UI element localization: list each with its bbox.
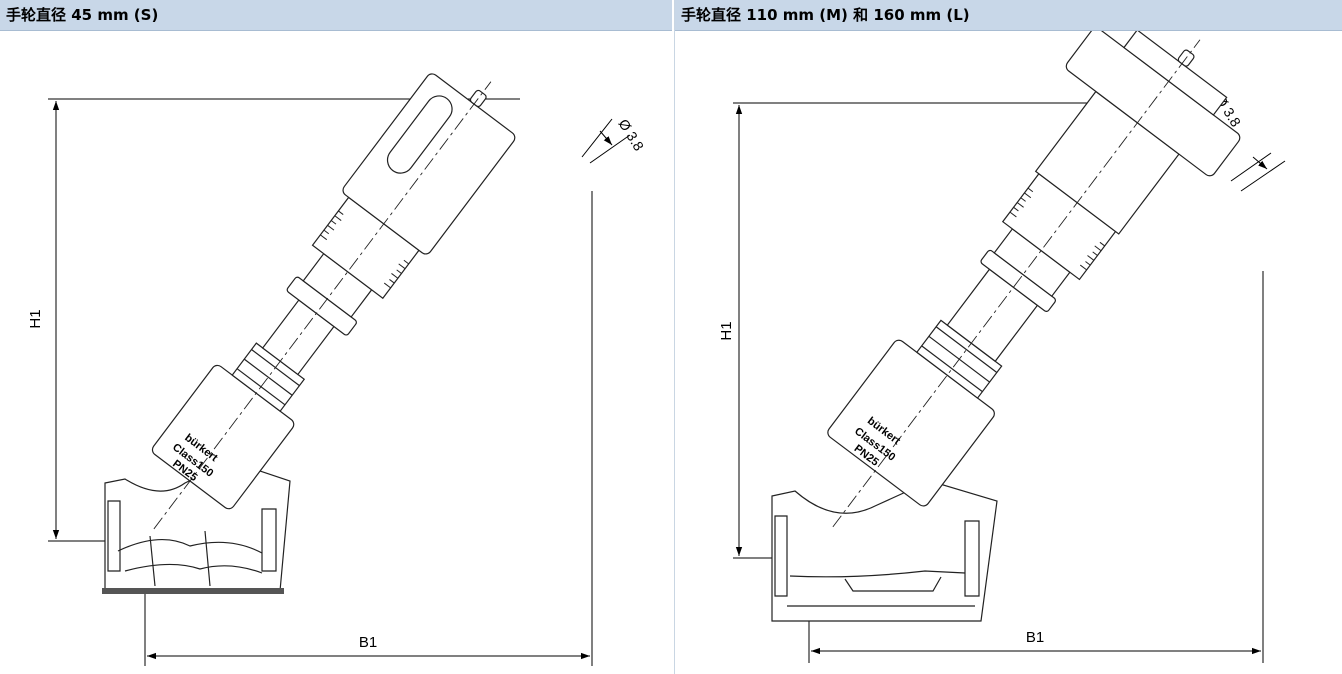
panel-small-handwheel: 手轮直径 45 mm (S) H1 B1 Ø 3.8 (0, 0, 672, 666)
dimension-h1-label: H1 (27, 309, 44, 328)
dimension-b1-label: B1 (1026, 629, 1044, 646)
diameter-callout (1230, 152, 1286, 192)
actuator-assembly: bürkert Class150 PN25 (151, 73, 516, 530)
panel-title: 手轮直径 110 mm (M) 和 160 mm (L) (675, 0, 1342, 31)
diameter-callout (581, 118, 631, 164)
dimension-h1-label: H1 (718, 321, 735, 340)
diameter-label: Ø 3.8 (615, 116, 647, 154)
valve-drawing-small: H1 B1 Ø 3.8 (27, 73, 647, 666)
actuator-assembly: bürkert Class150 PN25 (827, 31, 1241, 528)
valve-drawing-medium-large: H1 B1 Ø 3.8 (718, 31, 1286, 663)
panel-medium-large-handwheel: 手轮直径 110 mm (M) 和 160 mm (L) H1 B1 Ø 3.8 (674, 0, 1342, 674)
dimension-b1-label: B1 (359, 634, 377, 651)
valve-body (771, 480, 998, 622)
panel-title: 手轮直径 45 mm (S) (0, 0, 672, 31)
base-plate (102, 588, 284, 594)
